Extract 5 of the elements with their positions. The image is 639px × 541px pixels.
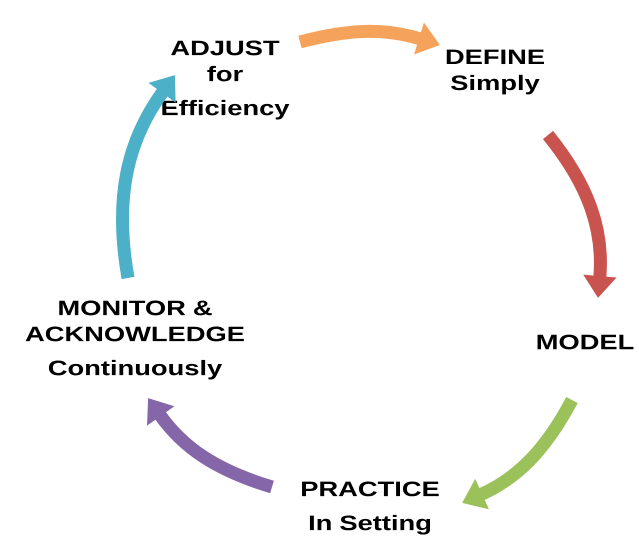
step-label: MODEL [538,334,634,350]
step-label: DEFINE Simply [446,50,544,94]
step-label: MONITOR & ACKNOWLEDGE Continuously [26,300,244,380]
step-label: PRACTICE In Setting [302,481,439,535]
step-label: ADJUST for Efficiency [162,40,290,120]
